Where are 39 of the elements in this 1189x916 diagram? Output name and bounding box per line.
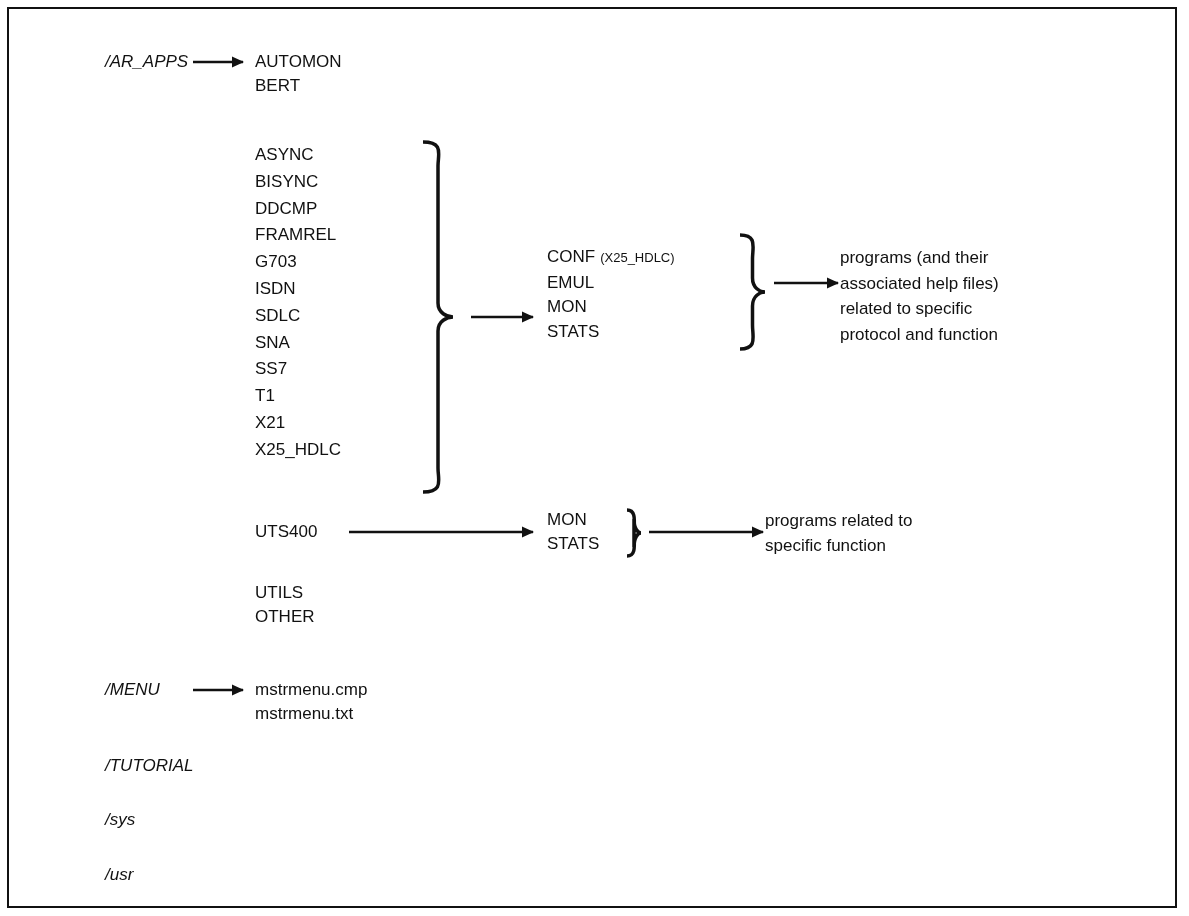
directory-name: DDCMP bbox=[255, 197, 319, 220]
directory-name: mstrmenu.txt bbox=[255, 703, 355, 725]
directory-name: X21 bbox=[255, 411, 287, 434]
arrow bbox=[193, 56, 245, 68]
directory-name: /sys bbox=[105, 810, 136, 830]
arrow bbox=[471, 311, 535, 323]
directory-name: BERT bbox=[255, 75, 302, 97]
directory-name: X25_HDLC bbox=[255, 438, 342, 461]
directory-name: mstrmenu.cmp bbox=[255, 679, 369, 701]
directory-name: AUTOMON bbox=[255, 51, 343, 73]
directory-name: /usr bbox=[105, 865, 134, 885]
directory-name: SS7 bbox=[255, 358, 289, 381]
directory-name: SDLC bbox=[255, 304, 302, 327]
directory-name: SNA bbox=[255, 331, 291, 354]
directory-name: OTHER bbox=[255, 607, 315, 627]
directory-name: ASYNC bbox=[255, 144, 315, 166]
directory-name: MON bbox=[547, 509, 588, 531]
directory-name: BISYNC bbox=[255, 170, 320, 193]
directory-name: CONF (X25_HDLC) bbox=[547, 246, 676, 268]
directory-name: FRAMREL bbox=[255, 224, 338, 247]
directory-name: STATS bbox=[547, 320, 601, 343]
directory-name: /TUTORIAL bbox=[105, 756, 194, 776]
arrow bbox=[193, 684, 245, 696]
directory-name: UTILS bbox=[255, 583, 304, 603]
directory-name: MON bbox=[547, 296, 588, 318]
directory-name: UTS400 bbox=[255, 521, 319, 543]
directory-name: EMUL bbox=[547, 271, 596, 294]
directory-name: ISDN bbox=[255, 278, 297, 300]
directory-name: /MENU bbox=[105, 679, 161, 701]
directory-name: (X25_HDLC) bbox=[600, 250, 675, 265]
directory-name: T1 bbox=[255, 385, 276, 408]
arrow bbox=[349, 526, 535, 538]
description-text: programs (and their associated help files) related to specific protocol and function bbox=[840, 247, 1000, 346]
description-text: programs related to specific function bbox=[765, 510, 914, 557]
arrow bbox=[649, 526, 765, 538]
arrow bbox=[774, 277, 840, 289]
directory-name: /AR_APPS bbox=[105, 51, 189, 73]
directory-name: STATS bbox=[547, 533, 601, 555]
directory-name: G703 bbox=[255, 251, 298, 274]
